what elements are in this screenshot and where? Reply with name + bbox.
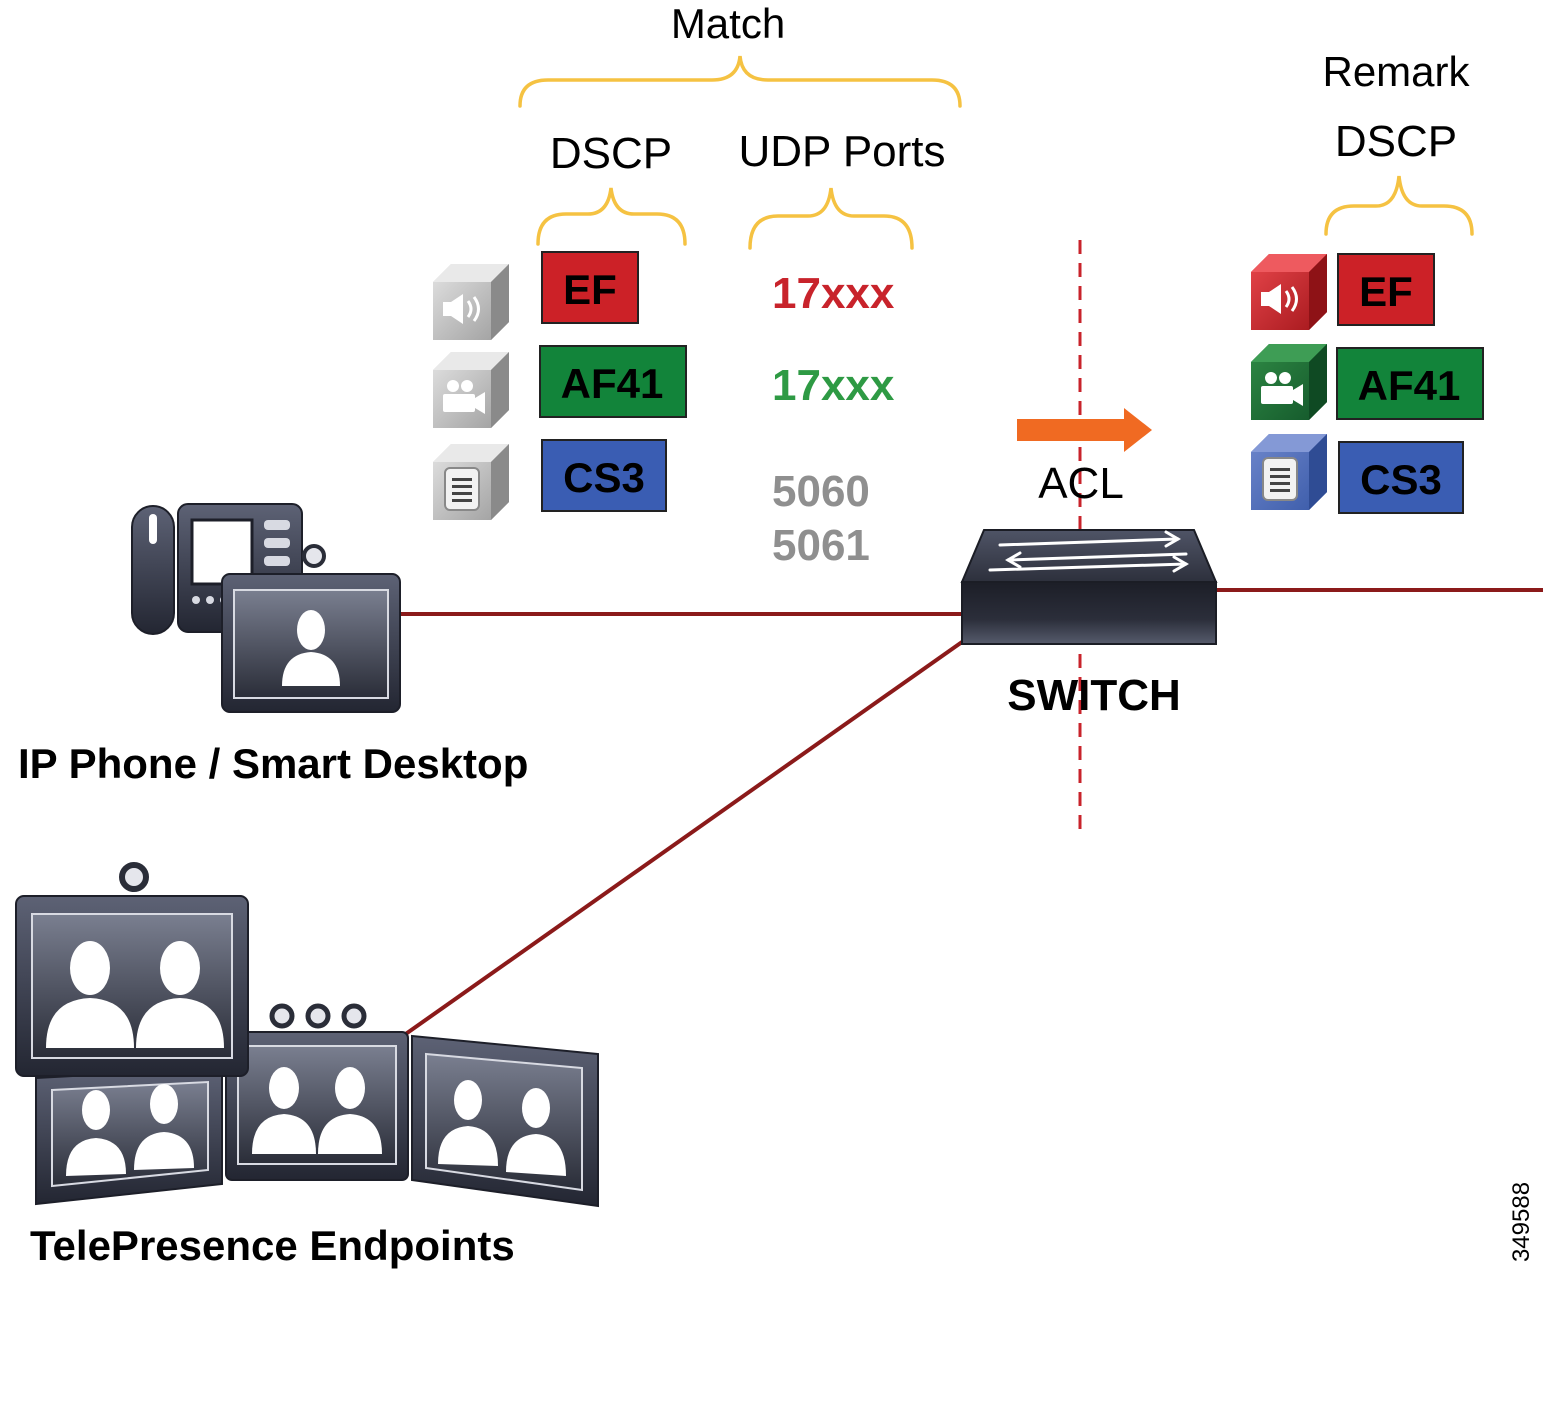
remark-signaling-cube	[1251, 434, 1327, 510]
telepresence-label: TelePresence Endpoints	[30, 1222, 515, 1269]
document-icon	[1262, 457, 1298, 501]
match-signaling-cube	[433, 444, 509, 520]
match-title: Match	[671, 0, 785, 47]
match-dscp-header: DSCP	[550, 129, 672, 178]
speaker-icon	[1261, 284, 1298, 314]
remark-dscp-cs3-label: CS3	[1360, 456, 1442, 503]
match-dscp-cs3-tag: CS3	[541, 439, 667, 512]
match-dscp-ef-label: EF	[563, 266, 617, 313]
match-brace	[518, 55, 962, 108]
match-dscp-af41-label: AF41	[561, 360, 664, 407]
link-telepresence-switch	[398, 640, 964, 1040]
figure-id: 349588	[1508, 1182, 1535, 1262]
udp-port-sip-tls: 5061	[772, 521, 870, 570]
match-dscp-ef-tag: EF	[541, 251, 639, 324]
ip-phone-label: IP Phone / Smart Desktop	[18, 740, 528, 787]
udp-port-sip: 5060	[772, 467, 870, 516]
telepresence-icon	[15, 862, 599, 1208]
match-dscp-cs3-label: CS3	[563, 454, 645, 501]
remark-voice-cube	[1251, 254, 1327, 330]
remark-video-cube	[1251, 344, 1327, 420]
remark-dscp-af41-tag: AF41	[1336, 347, 1484, 420]
remark-dscp-brace	[1324, 175, 1474, 236]
match-voice-cube	[433, 264, 509, 340]
switch-icon	[960, 529, 1218, 645]
match-dscp-brace	[536, 187, 687, 246]
acl-arrow	[1017, 408, 1152, 452]
match-udp-header: UDP Ports	[738, 127, 945, 176]
remark-title: Remark	[1322, 48, 1470, 95]
video-camera-icon	[1261, 372, 1303, 406]
speaker-icon	[443, 294, 480, 324]
video-camera-icon	[443, 380, 485, 414]
remark-dscp-ef-label: EF	[1359, 268, 1413, 315]
remark-dscp-ef-tag: EF	[1337, 253, 1435, 326]
remark-dscp-header: DSCP	[1335, 117, 1457, 166]
udp-port-video: 17xxx	[772, 361, 895, 410]
match-dscp-af41-tag: AF41	[539, 345, 687, 418]
switch-label: SWITCH	[1007, 671, 1181, 720]
acl-label: ACL	[1038, 459, 1124, 508]
document-icon	[444, 467, 480, 511]
remark-dscp-cs3-tag: CS3	[1338, 441, 1464, 514]
match-udp-brace	[748, 187, 914, 250]
network-links	[398, 588, 1543, 1040]
match-video-cube	[433, 352, 509, 428]
remark-dscp-af41-label: AF41	[1358, 362, 1461, 409]
ip-phone-icon	[131, 503, 401, 713]
udp-port-voice: 17xxx	[772, 269, 895, 318]
